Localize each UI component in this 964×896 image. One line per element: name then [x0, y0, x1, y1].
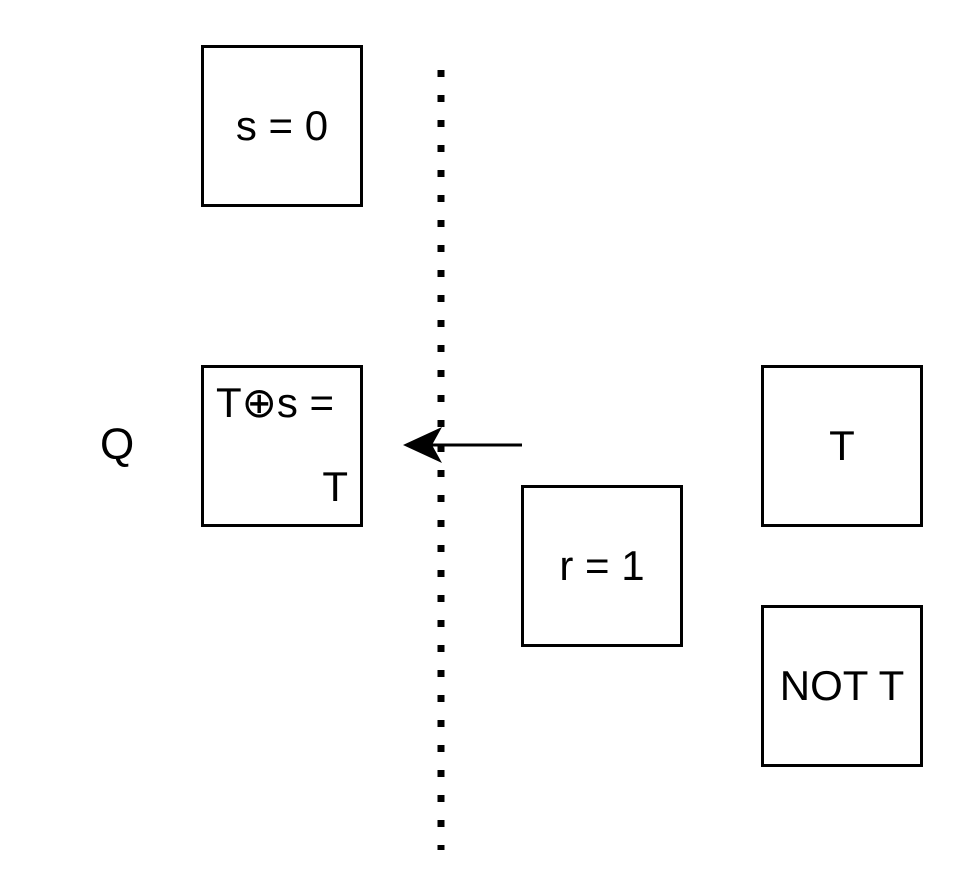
box-not-t: NOT T: [761, 605, 923, 767]
box-t-xor-s-content: T⊕s = T: [204, 368, 360, 524]
box-t-text: T: [829, 421, 855, 469]
box-t-xor-s-line1: T⊕s =: [216, 379, 335, 426]
box-not-t-text: NOT T: [779, 661, 905, 709]
q-label: Q: [100, 420, 135, 469]
box-s-equals-0: s = 0: [201, 45, 363, 207]
box-t-xor-s: T⊕s = T: [201, 365, 363, 527]
box-r-equals-1: r = 1: [521, 485, 683, 647]
box-t: T: [761, 365, 923, 527]
box-s-text: s = 0: [235, 101, 329, 149]
box-r-text: r = 1: [559, 541, 645, 589]
box-t-xor-s-line2: T: [322, 462, 348, 510]
arrow-head: [403, 427, 442, 463]
